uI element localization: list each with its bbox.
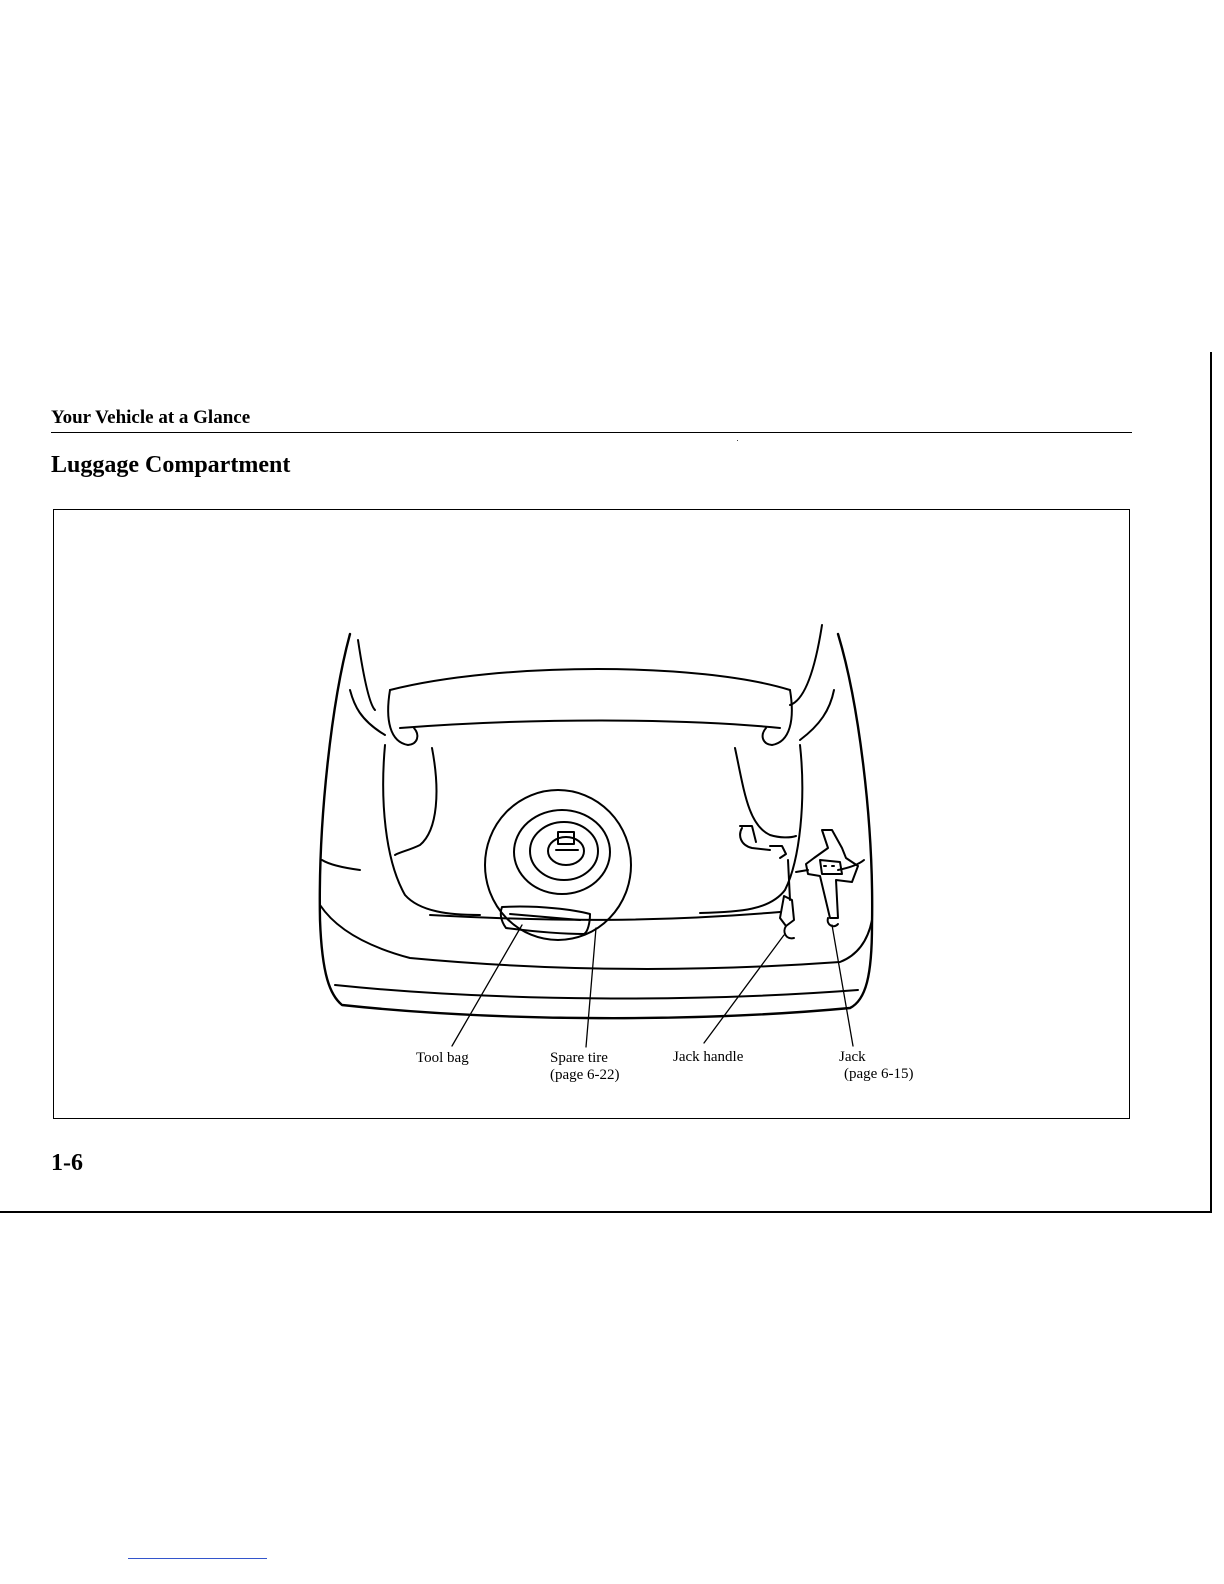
- callout-tool-bag: Tool bag: [416, 1050, 469, 1067]
- callout-jack-handle-label: Jack handle: [673, 1049, 743, 1066]
- jack-handle-illustration: [740, 826, 794, 938]
- callout-jack-handle: Jack handle: [673, 1049, 743, 1066]
- callout-tool-bag-label: Tool bag: [416, 1050, 469, 1067]
- leader-lines: [452, 925, 853, 1047]
- spare-tire-leader: [586, 928, 596, 1047]
- jack-illustration: [796, 830, 858, 926]
- jack-leader: [832, 925, 853, 1046]
- right-edge-rule: [1210, 352, 1212, 1212]
- jack-handle-leader: [704, 935, 784, 1043]
- page-number: 1-6: [51, 1150, 83, 1177]
- bottom-edge-rule: [0, 1211, 1212, 1213]
- callout-spare-tire: Spare tire (page 6-22): [550, 1050, 620, 1084]
- callout-jack-label: Jack: [839, 1049, 914, 1066]
- callout-spare-tire-label: Spare tire: [550, 1050, 620, 1067]
- callout-spare-tire-ref: (page 6-22): [550, 1067, 620, 1084]
- trunk-lid: [388, 669, 792, 745]
- callout-jack-ref: (page 6-15): [839, 1066, 914, 1083]
- footer-link-underline: [128, 1558, 267, 1559]
- callout-jack: Jack (page 6-15): [839, 1049, 914, 1083]
- tool-bag-leader: [452, 925, 522, 1046]
